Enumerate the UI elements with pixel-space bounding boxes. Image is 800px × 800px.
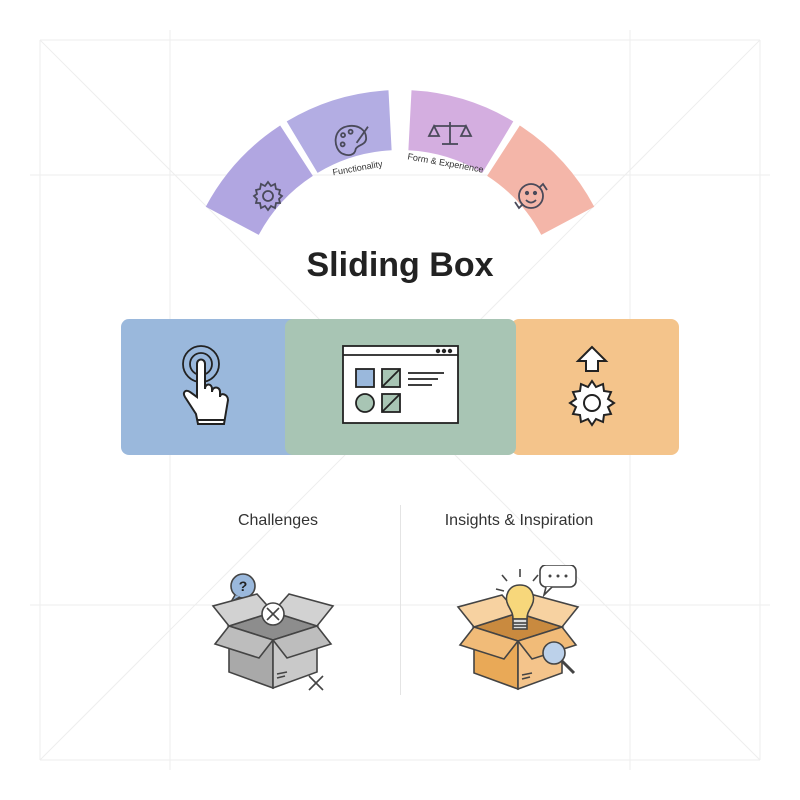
- arc-segment-1: [205, 125, 313, 235]
- open-box-lightbulb-icon: [456, 565, 580, 691]
- scales-icon: [427, 122, 473, 145]
- panel-interaction: [121, 319, 311, 455]
- arc-segment-4: [487, 125, 595, 235]
- pointer-hand-icon: [182, 345, 230, 425]
- palette-icon: [334, 124, 369, 156]
- section-label-challenges: Challenges: [237, 512, 319, 529]
- diagram-title: Sliding Box: [306, 246, 494, 284]
- section-label-insights: Insights & Inspiration: [444, 512, 594, 529]
- chat-bubble-icon: [539, 565, 577, 598]
- lightbulb-icon: [505, 584, 535, 630]
- gear-icon: [252, 180, 284, 212]
- upload-gear-icon: [568, 345, 616, 427]
- arc-segment-form-experience: [408, 90, 514, 173]
- smiley-icon: [514, 182, 548, 210]
- magnifier-icon: [542, 641, 576, 675]
- panel-interface: [511, 319, 679, 455]
- svg-text:?: ?: [239, 578, 248, 594]
- browser-window-icon: [342, 345, 459, 424]
- arc-segments: Functionality Form & Experience: [205, 90, 595, 235]
- section-divider: [400, 505, 401, 695]
- panel-layout: [285, 319, 516, 455]
- open-box-question-icon: ?: [211, 573, 335, 691]
- cross-circle-icon: [261, 602, 285, 626]
